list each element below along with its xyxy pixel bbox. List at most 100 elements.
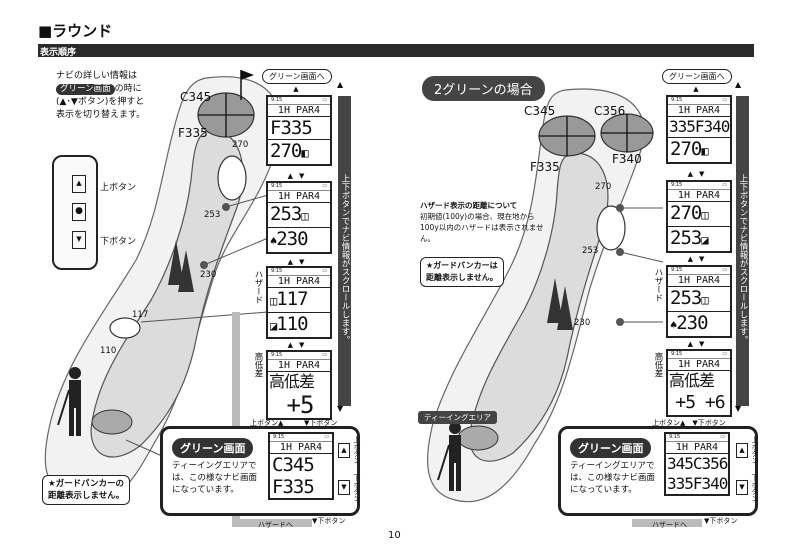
right-green-down-label: 下ボタン bbox=[751, 474, 759, 502]
right-elevation-side-label: 高低差 bbox=[653, 352, 663, 378]
left-label-c345: C345 bbox=[180, 90, 212, 104]
green-icon: ◧ bbox=[701, 144, 708, 158]
screen-row2-value: 110 bbox=[276, 313, 308, 335]
left-green-up-label: 上ボタン bbox=[353, 436, 361, 464]
screen-row2-value: 230 bbox=[276, 228, 308, 250]
device-down-button[interactable]: ▼ bbox=[72, 231, 86, 249]
left-green-panel-desc: ティーイングエリアでは、この様なナビ画面になっています。 bbox=[172, 461, 258, 495]
screen-row2: 335F340 bbox=[667, 474, 728, 493]
screen-hole: 1H PAR4 bbox=[666, 442, 728, 454]
bunker-icon: ◫ bbox=[270, 294, 277, 308]
right-screen-2: 9:15▭ 1H PAR4 270◫ 253◪ bbox=[666, 180, 732, 253]
right-green-up-button[interactable]: ▲ bbox=[736, 443, 748, 458]
screen-row2: ◪110 bbox=[268, 312, 330, 337]
battery-icon: ▭ bbox=[322, 97, 327, 103]
green-icon: ◧ bbox=[301, 146, 308, 160]
left-golfer-icon bbox=[57, 367, 81, 436]
device-up-button[interactable]: ▲ bbox=[72, 175, 86, 193]
screen-row2: 270◧ bbox=[668, 137, 730, 162]
screen-hole: 1H PAR4 bbox=[668, 359, 730, 371]
screen-status-bar: 9:15 ▭ bbox=[268, 97, 330, 105]
bunker-icon: ◪ bbox=[270, 319, 277, 333]
right-label-c345: C345 bbox=[524, 104, 556, 118]
right-hazard-note: ハザード表示の距離について 初期値(100y)の場合、現在地から100y以内のハ… bbox=[420, 200, 545, 244]
screen-row2: 270◧ bbox=[268, 139, 330, 164]
intro-pill: グリーン画面 bbox=[56, 84, 115, 95]
right-screen-4: 9:15▭ 1H PAR4 高低差 +5 +6 bbox=[666, 349, 732, 417]
screen-row1-value: 253 bbox=[270, 203, 302, 225]
screen-row2-value: 270 bbox=[270, 140, 302, 162]
screen-row1: ◫117 bbox=[268, 288, 330, 312]
left-screen-4: 9:15▭ 1H PAR4 高低差 +5 bbox=[266, 350, 332, 420]
screen-hole: 1H PAR4 bbox=[668, 190, 730, 202]
left-down-btn[interactable]: ▼下ボタン bbox=[312, 517, 346, 525]
left-s1-arrow: ▲ bbox=[293, 85, 305, 93]
left-green-screen: 9:15▭ 1H PAR4 C345 F335 bbox=[268, 432, 334, 500]
right-dist-270: 270 bbox=[595, 182, 612, 192]
screen-row2-value: 253 bbox=[670, 227, 702, 249]
right-btn-row[interactable]: 上ボタン▲ ▼下ボタン bbox=[652, 419, 726, 427]
right-label-f340: F340 bbox=[612, 152, 642, 166]
right-scroll-down-arrow: ▼ bbox=[735, 404, 742, 413]
left-green-down-button[interactable]: ▼ bbox=[338, 480, 350, 495]
intro-line1: ナビの詳しい情報は bbox=[56, 71, 138, 81]
screen-row1: F335 bbox=[270, 117, 313, 139]
battery-icon: ▭ bbox=[722, 351, 727, 357]
screen-row1: 高低差 bbox=[669, 371, 715, 390]
right-down-btn[interactable]: ▼下ボタン bbox=[704, 517, 738, 525]
right-to-green-pill[interactable]: グリーン画面へ bbox=[662, 69, 732, 84]
screen-row2: ♠230 bbox=[268, 227, 330, 252]
screen-row2-value: 230 bbox=[676, 312, 708, 334]
section-label: 表示順序 bbox=[40, 48, 77, 58]
screen-hole: 1H PAR4 bbox=[268, 105, 330, 117]
bunker-icon: ◫ bbox=[701, 208, 708, 222]
left-label-f335: F335 bbox=[178, 126, 208, 140]
device-up-label: 上ボタン bbox=[100, 183, 137, 193]
right-two-green-badge: 2グリーンの場合 bbox=[422, 76, 545, 101]
left-scroll-up-arrow: ▲ bbox=[337, 80, 344, 89]
battery-icon: ▭ bbox=[720, 434, 725, 440]
right-green-down-button[interactable]: ▼ bbox=[736, 480, 748, 495]
page-title: ■ラウンド bbox=[38, 22, 113, 40]
left-dist-117: 117 bbox=[132, 310, 149, 320]
right-screen-1: 9:15▭ 1H PAR4 335F340 270◧ bbox=[666, 95, 732, 164]
right-flow-line-bottom bbox=[632, 519, 702, 527]
device-illustration: ▲ ● ▼ bbox=[52, 155, 98, 270]
left-to-green-pill[interactable]: グリーン画面へ bbox=[262, 69, 332, 84]
device-center-button[interactable]: ● bbox=[72, 203, 86, 221]
intro-line3: (▲･▼ボタン)を押すと bbox=[56, 97, 145, 107]
screen-row2: 253◪ bbox=[668, 226, 730, 251]
right-bunker bbox=[596, 205, 626, 251]
left-btn-up-label[interactable]: 上ボタン▲ bbox=[250, 419, 284, 427]
screen-time: 9:15 bbox=[271, 97, 283, 103]
left-course-illustration bbox=[44, 70, 281, 503]
screen-row1-value: 117 bbox=[276, 288, 308, 310]
page-number: 10 bbox=[388, 530, 401, 541]
right-scroll-bar: 上下ボタンでナビ情報がスクロールします。 bbox=[736, 96, 749, 406]
intro-line2: の時に bbox=[114, 84, 142, 94]
bunker-icon: ◫ bbox=[701, 293, 708, 307]
left-bunker-117 bbox=[109, 317, 141, 339]
screen-hole: 1H PAR4 bbox=[268, 276, 330, 288]
right-green-panel-desc: ティーイングエリアでは、この様なナビ画面になっています。 bbox=[570, 461, 656, 495]
left-s2-arrows: ▲▼ bbox=[287, 258, 311, 266]
hazard-note-title: ハザード表示の距離について bbox=[420, 201, 518, 210]
right-s3-arrows: ▲▼ bbox=[687, 340, 711, 348]
left-screen-3: 9:15▭ 1H PAR4 ◫117 ◪110 bbox=[266, 266, 332, 339]
screen-row1: C345 bbox=[272, 454, 315, 476]
right-dist-230: 230 bbox=[574, 318, 591, 328]
screen-row1: 253◫ bbox=[268, 203, 330, 227]
left-green-up-button[interactable]: ▲ bbox=[338, 443, 350, 458]
left-flow-line-bottom bbox=[232, 519, 312, 527]
left-s3-arrows: ▲▼ bbox=[287, 341, 311, 349]
battery-icon: ▭ bbox=[322, 183, 327, 189]
left-btn-down-label[interactable]: ▼下ボタン bbox=[304, 419, 338, 427]
left-bunker-270 bbox=[217, 155, 247, 201]
left-hazard-side-label: ハザード bbox=[253, 270, 263, 304]
right-label-f335: F335 bbox=[530, 160, 560, 174]
screen-row2: +5 bbox=[286, 391, 315, 419]
right-hazard-side-label: ハザード bbox=[653, 268, 663, 302]
right-bunker-note: ★ガードバンカーは 距離表示しません。 bbox=[420, 257, 504, 287]
right-tee-label: ティーイングエリア bbox=[418, 411, 498, 424]
right-s1-arrow: ▲ bbox=[693, 85, 705, 93]
